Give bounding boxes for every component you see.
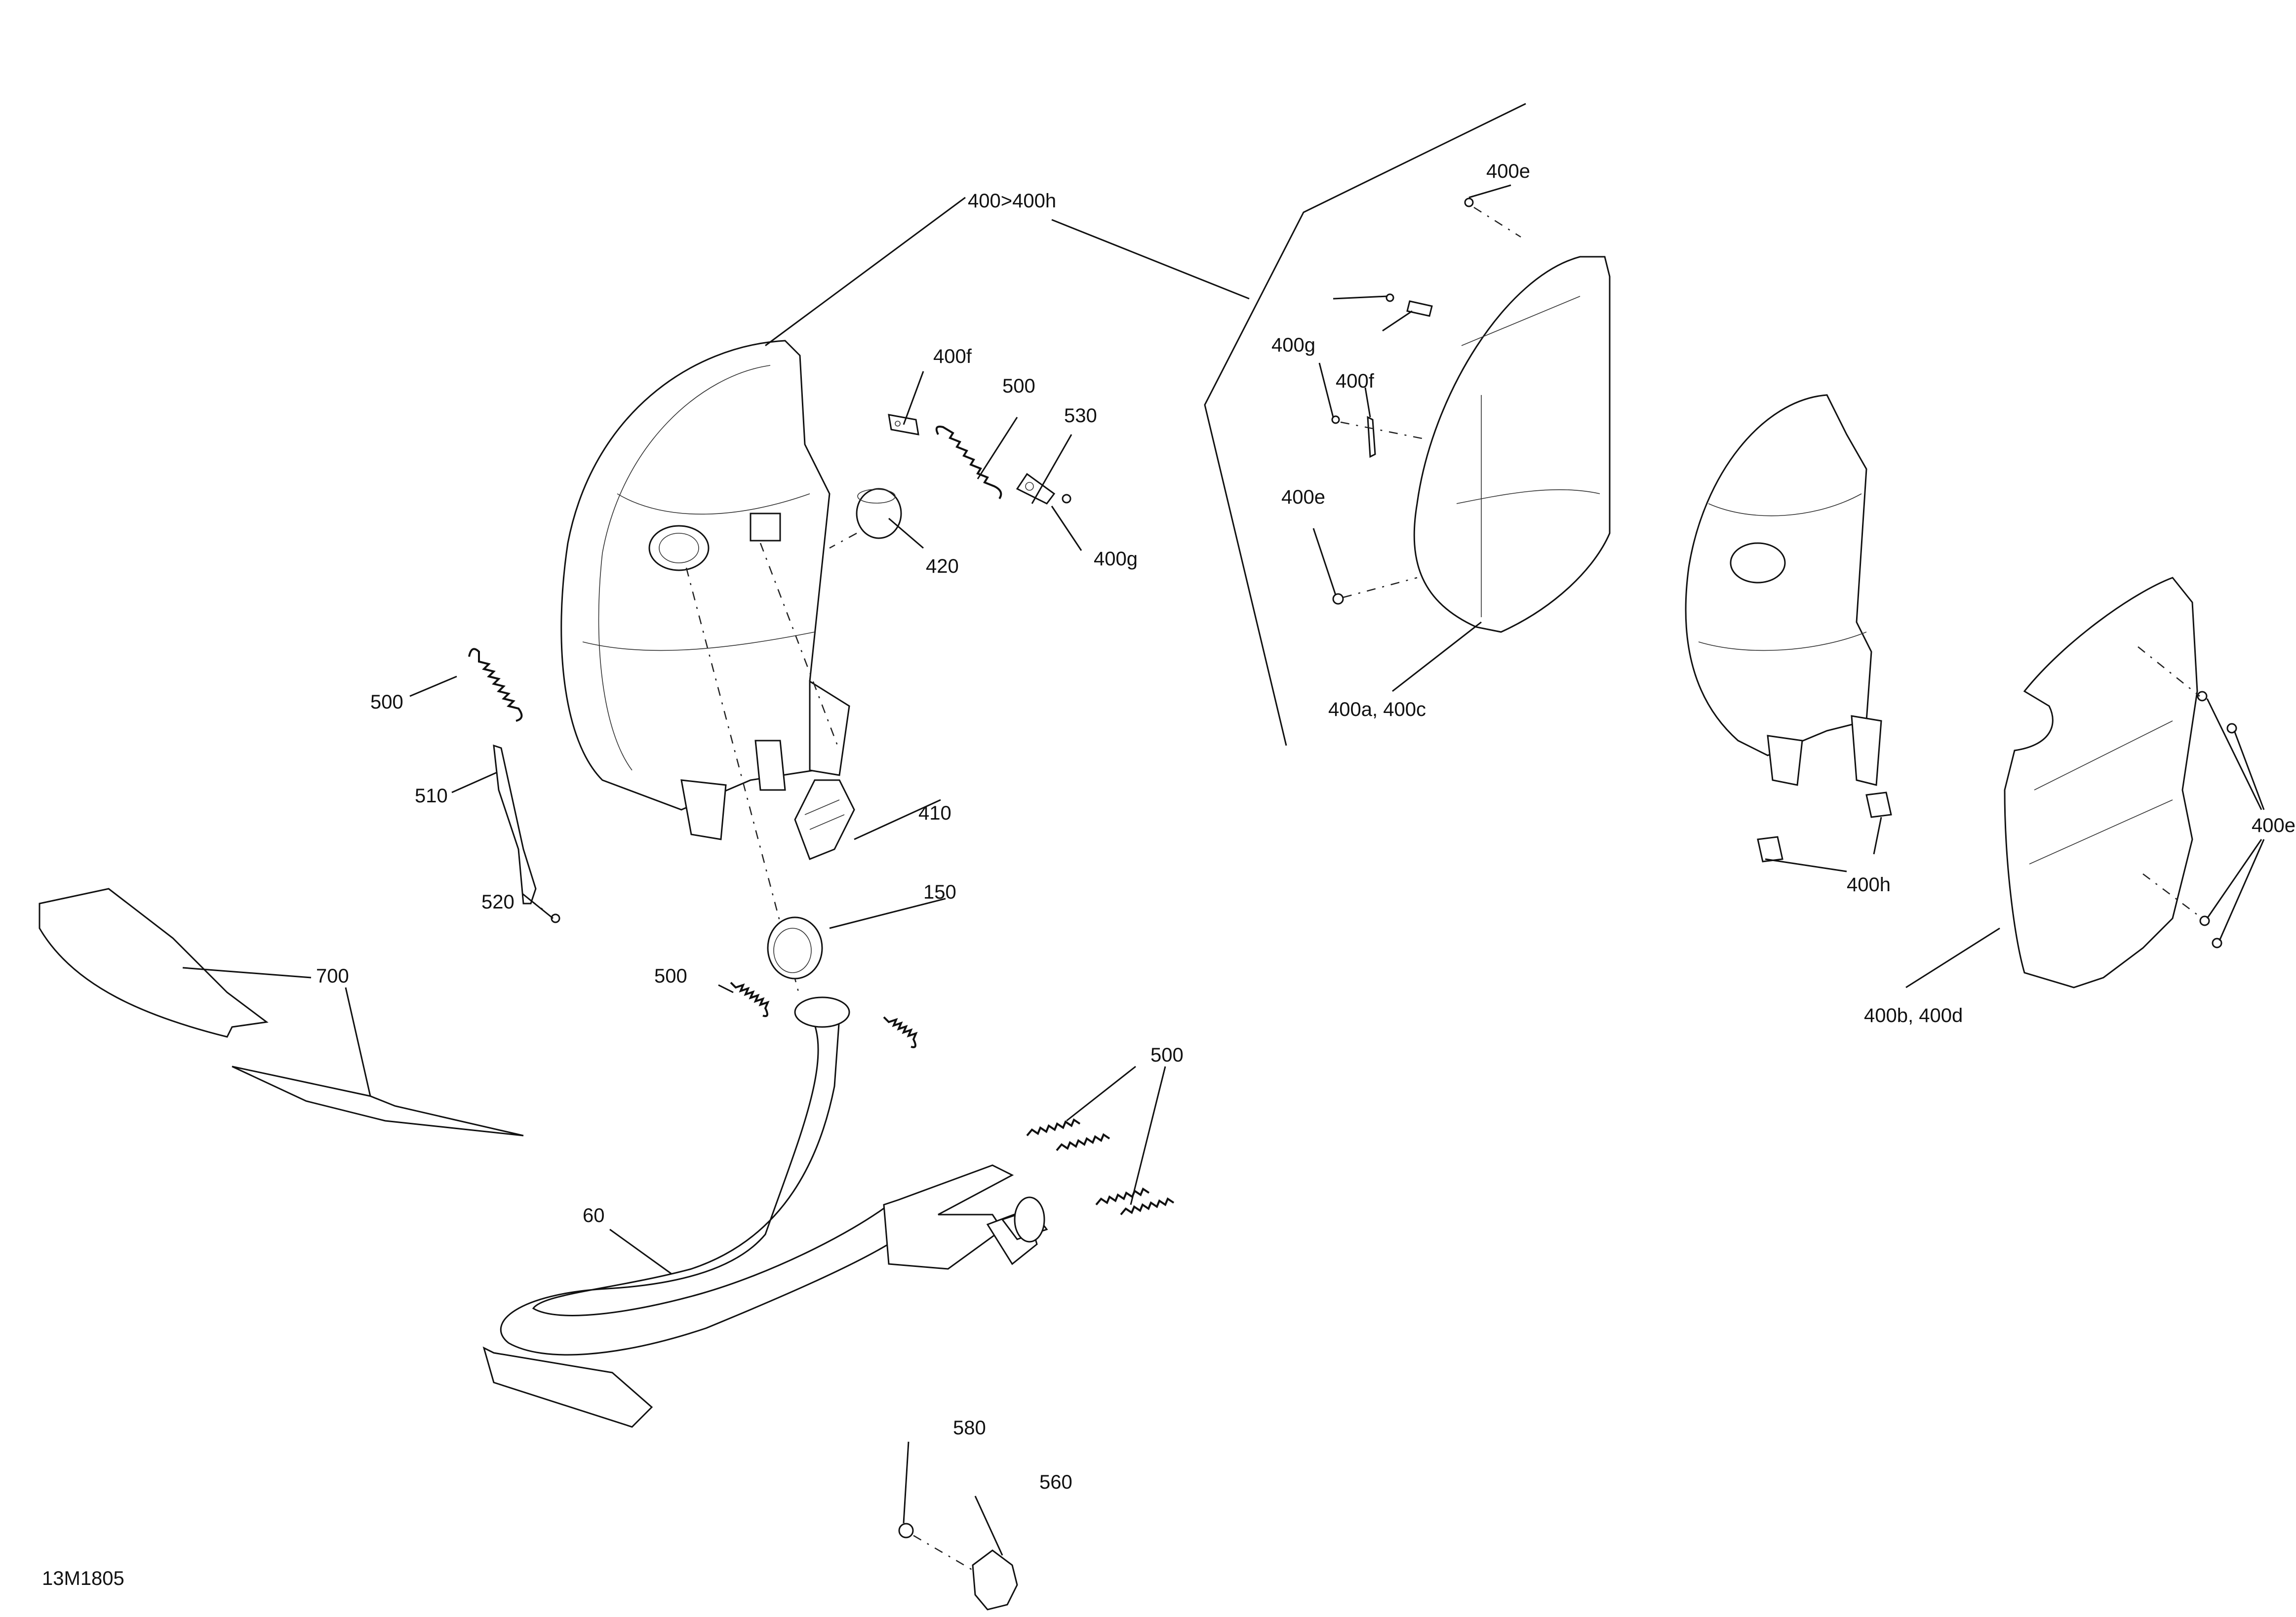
spring-500-left-part[interactable] [468, 648, 523, 722]
bolt-400e-top-part[interactable] [1464, 197, 1474, 207]
bracket-400f-detail2-part[interactable] [1367, 416, 1376, 458]
spring-500-mid-part[interactable] [730, 982, 770, 1017]
callout-500: 500 [370, 691, 403, 713]
exhaust-pipe-60-part[interactable] [482, 996, 1048, 1428]
callout-400b-400d: 400b, 400d [1864, 1005, 1963, 1026]
bumper-560-part[interactable] [972, 1549, 1018, 1611]
callout-60: 60 [583, 1205, 605, 1226]
callout-400e: 400e [2252, 815, 2296, 836]
callout-410: 410 [918, 802, 951, 824]
callout-400a-400c: 400a, 400c [1328, 699, 1426, 720]
callout-520: 520 [481, 891, 515, 913]
assembly-line [913, 1535, 973, 1571]
callout-500: 500 [654, 965, 687, 987]
bracket-400f-detail-part[interactable] [1406, 300, 1433, 317]
assembly-line [1340, 421, 1427, 440]
callout-580: 580 [953, 1417, 986, 1439]
bolt-400g-part[interactable] [1062, 494, 1071, 504]
callout-500: 500 [1002, 375, 1035, 397]
bolt-400e-right2-part[interactable] [2226, 723, 2237, 734]
spring-500-right1-part[interactable] [1026, 1118, 1081, 1137]
bracket-530-part[interactable] [1016, 473, 1056, 505]
bolt-580-part[interactable] [898, 1523, 914, 1538]
muffler-cover-400b-400d-part[interactable] [2004, 577, 2198, 988]
callout-400g: 400g [1271, 334, 1315, 356]
bolt-400e-right4-part[interactable] [2212, 938, 2222, 948]
heat-shield-700-part[interactable] [39, 888, 269, 1038]
callout-530: 530 [1064, 405, 1097, 427]
ring-150-part[interactable] [767, 916, 823, 980]
grommet-410-part[interactable] [794, 779, 855, 860]
callout-700: 700 [316, 965, 349, 987]
bolt-400e-mid-part[interactable] [1332, 593, 1344, 605]
callout-510: 510 [415, 785, 448, 807]
spring-500-right2-part[interactable] [1056, 1133, 1110, 1151]
assembly-line [1473, 206, 1521, 238]
callout-400e: 400e [1486, 160, 1530, 182]
assembly-line [2138, 646, 2200, 697]
bolt-400g-detail-part[interactable] [1386, 293, 1394, 302]
bolt-400e-right1-part[interactable] [2197, 691, 2208, 702]
callout-400-400h: 400>400h [968, 190, 1056, 212]
figure-id: 13M1805 [42, 1568, 124, 1589]
spring-500-top-part[interactable] [935, 426, 1002, 500]
spring-500-right4-part[interactable] [1120, 1197, 1175, 1216]
callout-150: 150 [923, 881, 956, 903]
callout-500: 500 [1150, 1044, 1184, 1066]
cap-420-part[interactable] [856, 488, 902, 539]
clip-400h-b-part[interactable] [1865, 791, 1892, 818]
bolt-400e-right3-part[interactable] [2199, 915, 2210, 926]
callout-400g: 400g [1094, 548, 1138, 570]
callout-400f: 400f [1336, 370, 1375, 392]
muffler-side-400a-400c-part[interactable] [1413, 256, 1611, 633]
bolt-400g-detail2-part[interactable] [1331, 415, 1340, 424]
spring-500-mid2-part[interactable] [883, 1016, 918, 1048]
muffler-main-part[interactable] [560, 340, 850, 840]
muffler-body-detail-part[interactable] [1685, 394, 1882, 786]
clip-520-part[interactable] [551, 913, 560, 923]
assembly-line [829, 532, 857, 549]
clip-400h-a-part[interactable] [1757, 836, 1783, 863]
leader-lines [182, 184, 2265, 1556]
strap-510-part[interactable] [493, 744, 537, 905]
callout-400h: 400h [1847, 874, 1891, 896]
detail-frame-line [1204, 103, 1526, 746]
callout-560: 560 [1039, 1471, 1072, 1493]
assembly-line [1343, 577, 1418, 598]
heat-shield-700b-part[interactable] [232, 1065, 524, 1137]
callout-420: 420 [926, 555, 959, 577]
callout-400f: 400f [933, 346, 972, 367]
callout-400e: 400e [1281, 486, 1325, 508]
spring-500-right3-part[interactable] [1095, 1187, 1150, 1206]
